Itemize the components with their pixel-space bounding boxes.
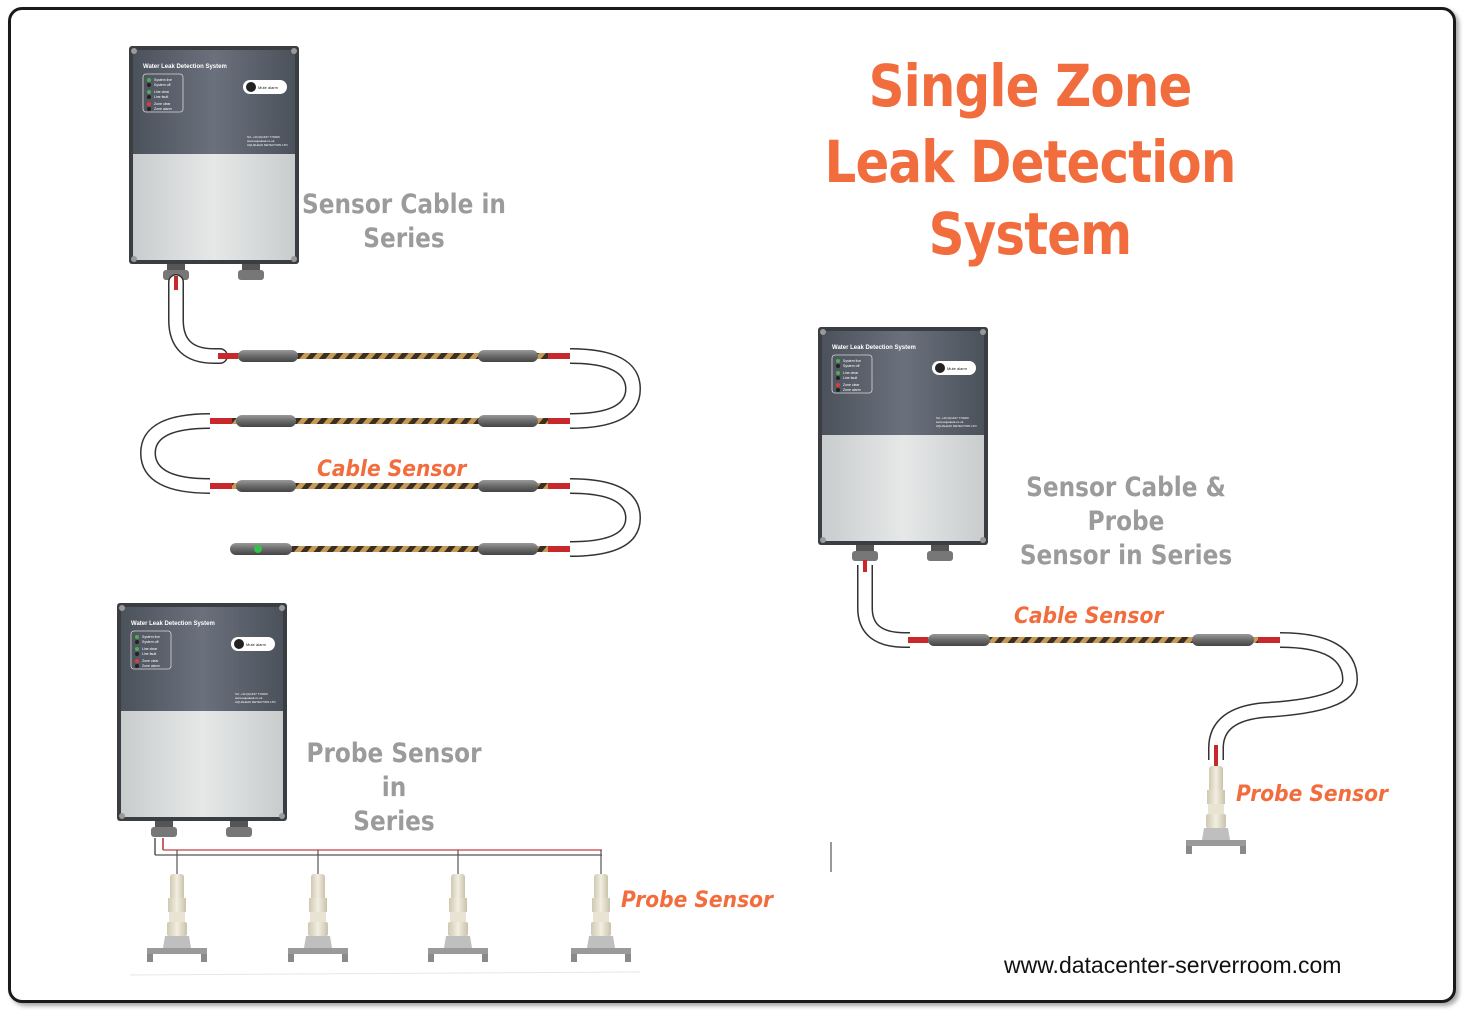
panel1-label-line1: Sensor Cable in	[302, 189, 506, 220]
website-url: www.datacenter-serverroom.com	[1004, 952, 1342, 978]
panel1-label: Sensor Cable in Series	[301, 188, 507, 256]
panel1-control-box	[128, 45, 300, 281]
panel3-label-line2: Sensor in Series	[1019, 540, 1233, 571]
panel2-label-line1: Probe Sensor in	[306, 738, 482, 803]
end-terminator-led	[254, 545, 262, 553]
cable-sensor-serpentine	[139, 348, 642, 557]
panel2-label-line2: Series	[353, 806, 435, 837]
probe-wiring	[154, 838, 602, 876]
cable-sensor-label-1: Cable Sensor	[317, 457, 467, 482]
probe-sensor-label-2: Probe Sensor	[1236, 782, 1389, 807]
panel2-control-box	[116, 602, 288, 838]
panel3-label: Sensor Cable & Probe Sensor in Series	[997, 471, 1255, 573]
probe-sensor-3	[428, 874, 488, 962]
probe-sensor-panel3	[1186, 766, 1246, 854]
probe-sensor-1	[147, 874, 207, 962]
probe-sensor-label-1: Probe Sensor	[621, 888, 774, 913]
panel3-cable-assembly	[857, 560, 1359, 766]
title-line-2: Leak Detection System	[824, 128, 1237, 268]
panel1-label-line2: Series	[363, 223, 445, 254]
title-line-1: Single Zone	[868, 52, 1193, 120]
panel3-label-line1: Sensor Cable & Probe	[1026, 472, 1226, 537]
panel2-label: Probe Sensor in Series	[291, 737, 497, 839]
cable-sensor-label-2: Cable Sensor	[1014, 604, 1164, 629]
panel3-control-box	[817, 326, 989, 562]
probe-sensor-2	[288, 874, 348, 962]
